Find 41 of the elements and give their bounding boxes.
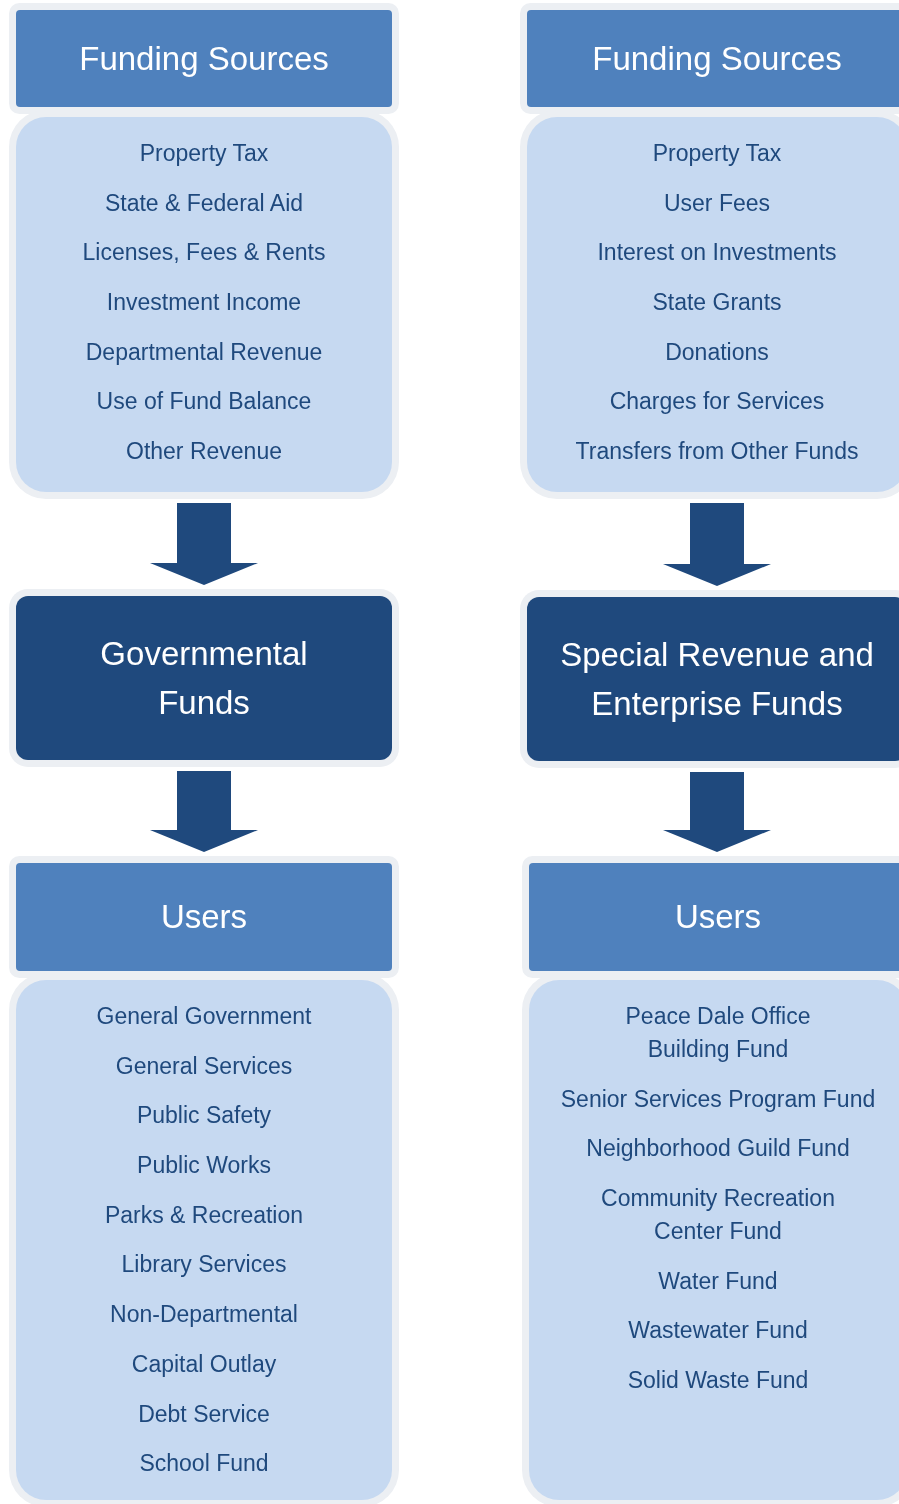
list-item: Use of Fund Balance [96, 387, 312, 417]
section-title: Users [160, 898, 248, 936]
list-item: Property Tax [652, 139, 782, 168]
list-item: Departmental Revenue [85, 337, 323, 367]
list-item: School Fund [139, 1449, 269, 1479]
block-arrow [663, 503, 771, 586]
list-item: Library Services [121, 1250, 287, 1280]
list-item: State & Federal Aid [104, 188, 304, 218]
block-arrow [663, 772, 771, 852]
list-item: State Grants [652, 288, 782, 318]
list-item: Senior Services Program Fund [560, 1084, 876, 1114]
list-item: Water Fund [658, 1266, 778, 1296]
list-item: Debt Service [138, 1399, 270, 1429]
list-item: Property Tax [139, 139, 269, 168]
block-arrow [150, 503, 258, 585]
list-item: Capital Outlay [131, 1349, 277, 1379]
list-item: Other Revenue [126, 437, 282, 467]
list-item: Wastewater Fund [628, 1316, 808, 1346]
list-item: Licenses, Fees & Rents [82, 238, 326, 268]
list-item: Community Recreation Center Fund [600, 1184, 836, 1247]
fund-title: Special Revenue and Enterprise Funds [559, 635, 875, 724]
list-item: Neighborhood Guild Fund [586, 1134, 850, 1164]
list-item: Public Works [137, 1151, 271, 1181]
list-item: Interest on Investments [597, 238, 837, 268]
section-title: Funding Sources [79, 39, 329, 78]
block-arrow [150, 771, 258, 852]
list-item: Donations [665, 337, 769, 367]
section-title: Users [674, 898, 762, 936]
list-item: Non-Departmental [110, 1300, 298, 1330]
list-item: User Fees [663, 188, 771, 218]
fund-title: Governmental Funds [99, 634, 309, 723]
list-item: General Services [115, 1051, 293, 1081]
list-item: Transfers from Other Funds [575, 437, 859, 467]
list-item: Charges for Services [609, 387, 825, 417]
list-item: Peace Dale Office Building Fund [624, 1002, 812, 1064]
list-item: Parks & Recreation [104, 1200, 304, 1230]
list-item: Public Safety [136, 1101, 272, 1131]
list-item: General Government [96, 1002, 312, 1031]
section-title: Funding Sources [592, 39, 842, 78]
list-item: Investment Income [106, 288, 302, 318]
list-item: Solid Waste Fund [627, 1366, 809, 1396]
